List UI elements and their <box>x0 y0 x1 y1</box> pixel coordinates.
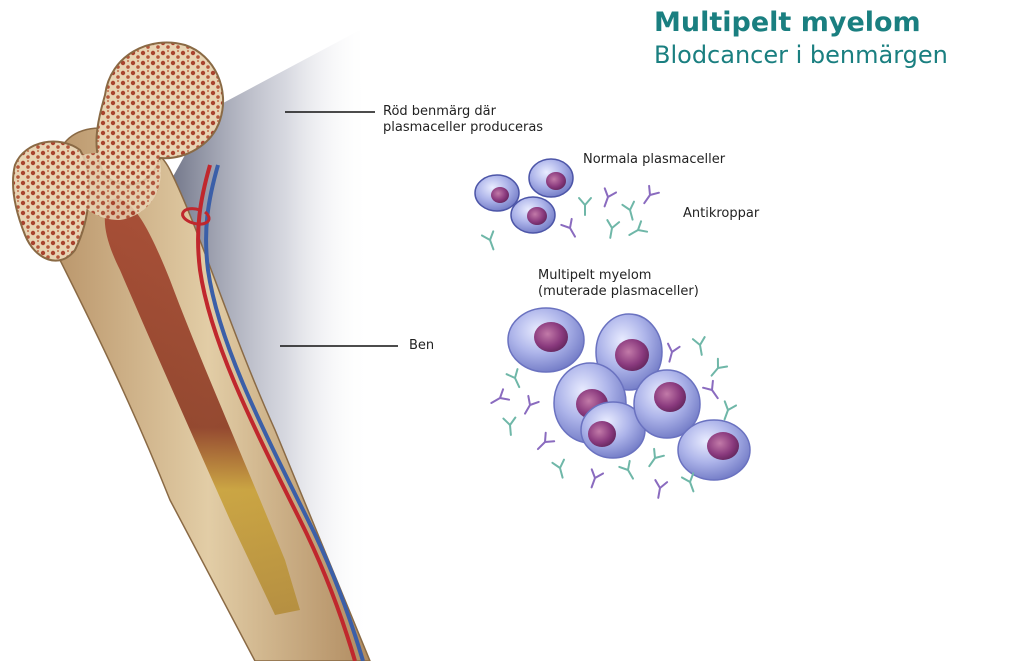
label-normal-plasma-cells: Normala plasmaceller <box>583 152 725 168</box>
page-subtitle: Blodcancer i benmärgen <box>654 40 994 70</box>
label-red-marrow-line2: plasmaceller produceras <box>383 120 543 136</box>
label-red-marrow: Röd benmärg där plasmaceller produceras <box>383 104 543 136</box>
label-myeloma-line1: Multipelt myelom <box>538 268 699 284</box>
page-title: Multipelt myelom <box>654 6 994 40</box>
label-bone: Ben <box>409 338 434 354</box>
label-red-marrow-line1: Röd benmärg där <box>383 104 543 120</box>
label-myeloma-line2: (muterade plasmaceller) <box>538 284 699 300</box>
normal-plasma-cell-group <box>475 159 573 233</box>
label-antibodies: Antikroppar <box>683 206 759 222</box>
label-multiple-myeloma: Multipelt myelom (muterade plasmaceller) <box>538 268 699 300</box>
title-block: Multipelt myelom Blodcancer i benmärgen <box>654 6 994 70</box>
